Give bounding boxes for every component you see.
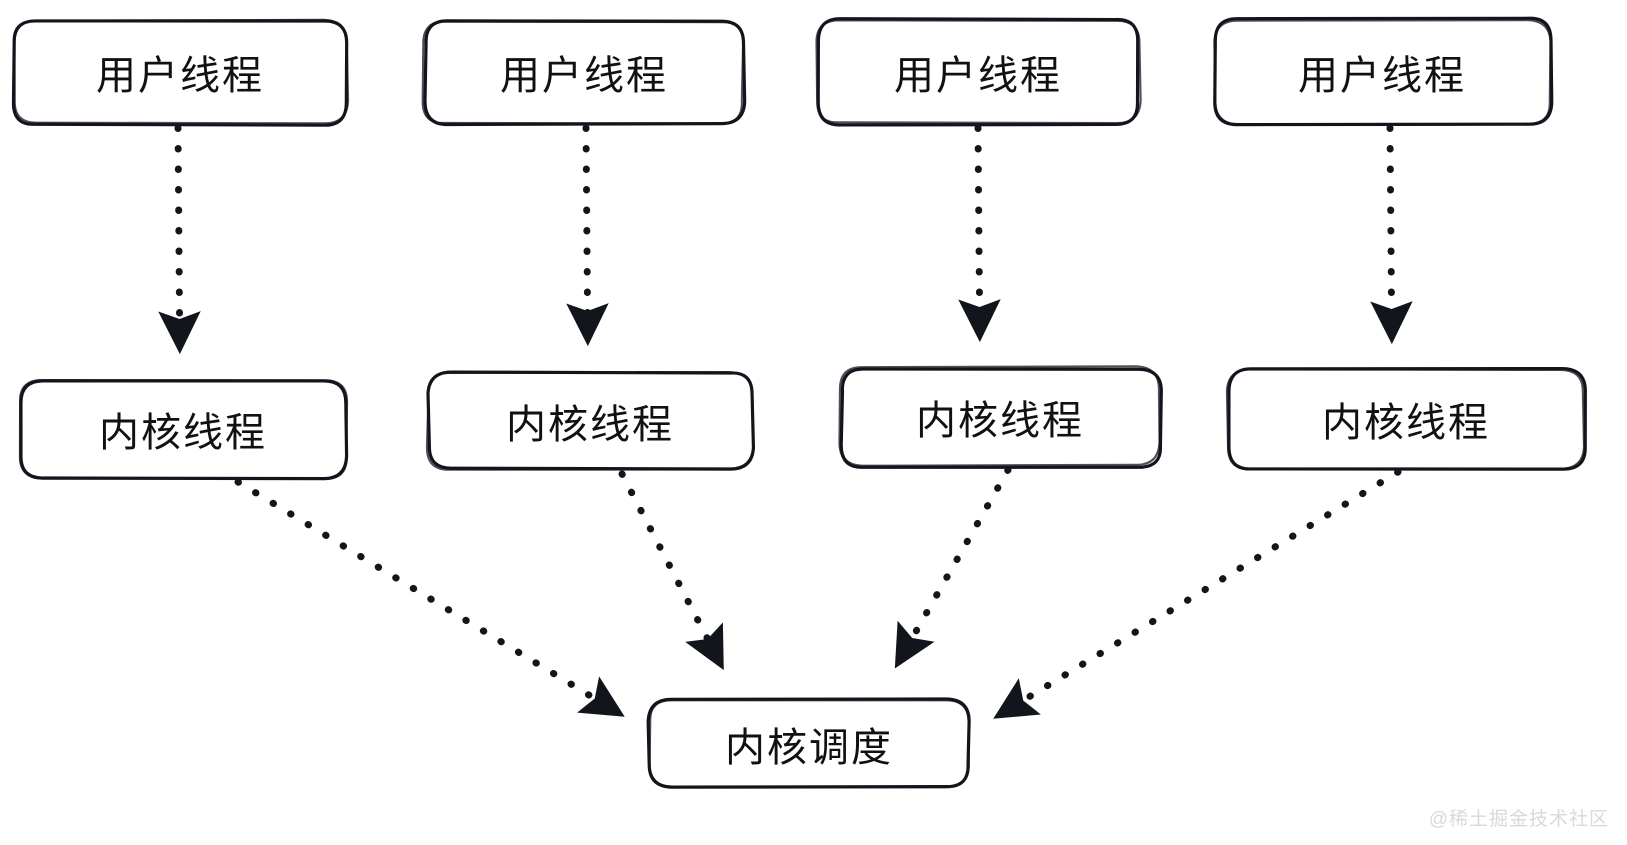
user-thread-1-outline — [13, 18, 350, 125]
nodes-layer — [11, 16, 1587, 789]
kernel-thread-4-outline — [1225, 368, 1586, 471]
kernel-scheduler-outline — [648, 699, 970, 789]
user-thread-4[interactable] — [1213, 16, 1554, 127]
kernel-thread-3-outline — [839, 367, 1163, 469]
user-thread-2-outline — [421, 20, 745, 125]
edge-kernel1-scheduler — [234, 478, 625, 717]
user-thread-4-outline — [1213, 19, 1552, 126]
user-thread-3-outline — [816, 17, 1140, 127]
user-thread-3-outline — [815, 19, 1142, 125]
kernel-thread-1[interactable] — [18, 379, 349, 481]
kernel-thread-4[interactable] — [1225, 366, 1587, 471]
kernel-scheduler-outline — [646, 697, 971, 789]
user-thread-4-outline — [1213, 16, 1554, 127]
edge-kernel2-scheduler — [618, 470, 724, 671]
edge-kernel3-scheduler — [894, 466, 1012, 669]
user-thread-1[interactable] — [11, 18, 350, 127]
watermark-text: @稀土掘金技术社区 — [1428, 809, 1609, 830]
user-thread-1-outline — [11, 19, 349, 127]
user-thread-2-outline — [423, 19, 747, 127]
edge-user2-kernel2 — [566, 124, 609, 347]
kernel-thread-2[interactable] — [425, 370, 756, 471]
kernel-thread-2-outline — [426, 370, 756, 471]
kernel-thread-4-outline — [1227, 366, 1587, 471]
kernel-thread-1-outline — [18, 379, 349, 480]
kernel-thread-3-outline — [838, 365, 1161, 467]
edges-layer — [158, 124, 1413, 719]
kernel-thread-3[interactable] — [838, 365, 1163, 469]
kernel-scheduler[interactable] — [646, 697, 971, 789]
edge-user4-kernel4 — [1370, 124, 1413, 345]
kernel-thread-1-outline — [19, 379, 349, 481]
user-thread-3[interactable] — [815, 17, 1142, 127]
edge-user3-kernel3 — [958, 124, 1001, 343]
user-thread-2[interactable] — [421, 19, 747, 127]
kernel-thread-2-outline — [425, 370, 755, 471]
edge-kernel4-scheduler — [993, 468, 1402, 719]
edge-user1-kernel1 — [158, 124, 201, 355]
